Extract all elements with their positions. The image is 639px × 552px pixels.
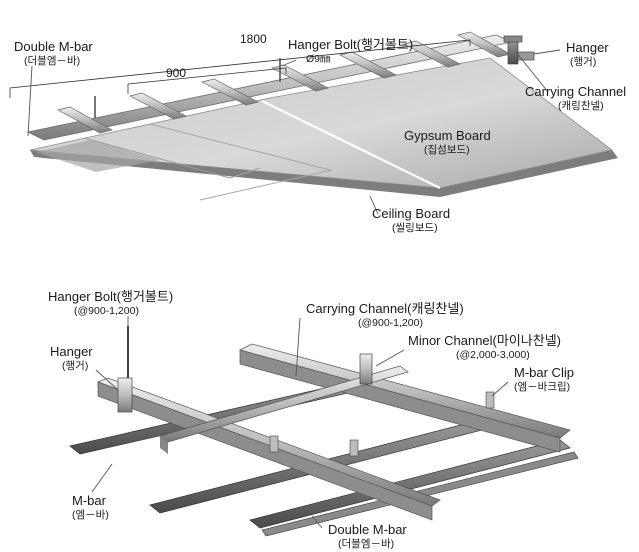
bottom-mbar-clip [269,435,279,453]
top-mbar-ribs [57,31,511,134]
leader-bottom-double-mbar [311,515,323,529]
label-bottom-carrying-channel-sub: (@900-1,200) [358,317,423,329]
top-mbar [129,92,187,120]
label-bottom-double-mbar: Double M-bar [328,522,407,537]
label-bottom-mbar-clip: M-bar Clip [514,365,574,380]
bottom-carrying-channels [97,343,571,521]
top-board-edge [30,150,618,197]
leader-top-hanger-bolt [281,59,297,67]
bottom-minor-channel [160,436,168,454]
bottom-mbar-clips [269,391,495,457]
leader-bottom-carrying [295,317,301,377]
top-board-seam [149,123,331,171]
top-dimension-lines [9,39,471,98]
bottom-minor-channel-group [159,365,409,454]
label-top-hanger: Hanger [566,40,609,55]
label-bottom-carrying-channel: Carrying Channel(캐링찬넬) [306,301,464,316]
dimension-1800: 1800 [240,32,267,46]
leader-top-double-mbar [27,65,33,137]
bottom-hanger [117,377,133,413]
top-hanger-bracket [503,35,535,65]
label-bottom-hanger-sub: (행거) [62,360,88,372]
leader-bottom-hanger [95,369,119,391]
label-top-hanger-bolt-sub: Ø9㎜ [306,53,331,65]
label-bottom-hanger-bolt: Hanger Bolt(행거볼트) [48,289,173,304]
bottom-mbar-clip [485,391,495,409]
top-board-dark-strip [36,140,160,172]
top-hanger-bolts [94,58,281,118]
label-bottom-mbar-sub: (엠－바) [72,509,109,521]
top-mbar [201,78,259,106]
label-top-hanger-bolt: Hanger Bolt(행거볼트) [288,37,413,52]
label-top-carrying-channel-sub: (캐링찬넬) [558,100,604,112]
label-top-hanger-sub: (행거) [570,56,596,68]
bottom-carrying-channel [97,381,433,521]
bottom-hanger-assembly [117,326,373,413]
top-board-seam [229,167,261,179]
leader-top-carrying [515,51,549,93]
leader-bottom-mbar [91,463,113,493]
label-bottom-minor-channel-sub: (@2,000-3,000) [456,349,530,361]
bottom-mbar-clip [349,439,359,457]
leader-top-ceiling [369,195,379,215]
top-board-seam [83,137,231,179]
top-board-seam [199,169,333,201]
dimension-900: 900 [166,66,186,80]
label-top-gypsum-board: Gypsum Board [404,128,491,143]
label-bottom-hanger-bolt-sub: (@900-1,200) [74,305,139,317]
bottom-diagram: Hanger Bolt(행거볼트) (@900-1,200) Hanger (행… [48,289,579,550]
top-mbar [57,106,113,134]
top-mbar [403,40,461,68]
label-bottom-hanger: Hanger [50,344,93,359]
label-bottom-double-mbar-sub: (더블엠－바) [338,538,394,550]
label-top-double-mbar-sub: (더블엠－바) [24,55,80,67]
label-bottom-minor-channel: Minor Channel(마이나찬넬) [408,333,561,348]
leader-bottom-clip [491,381,509,397]
label-top-double-mbar: Double M-bar [14,39,93,54]
top-board-seam [261,100,441,189]
label-top-gypsum-board-sub: (집섬보드) [424,144,470,156]
label-bottom-mbar: M-bar [72,493,107,508]
label-top-carrying-channel: Carrying Channel [525,84,626,99]
leader-bottom-minor [375,349,405,367]
top-diagram: 1800 900 Double M-bar (더블엠－바) Hanger Bol… [9,31,626,234]
label-top-ceiling-board-sub: (씰링보드) [392,222,438,234]
top-gypsum-board [29,57,613,189]
bottom-carrying-channel [239,349,561,453]
label-bottom-mbar-clip-sub: (엠－바크립) [514,380,570,393]
bottom-mbar [249,439,571,529]
leader-top-hanger [533,49,561,55]
label-top-ceiling-board: Ceiling Board [372,206,450,221]
